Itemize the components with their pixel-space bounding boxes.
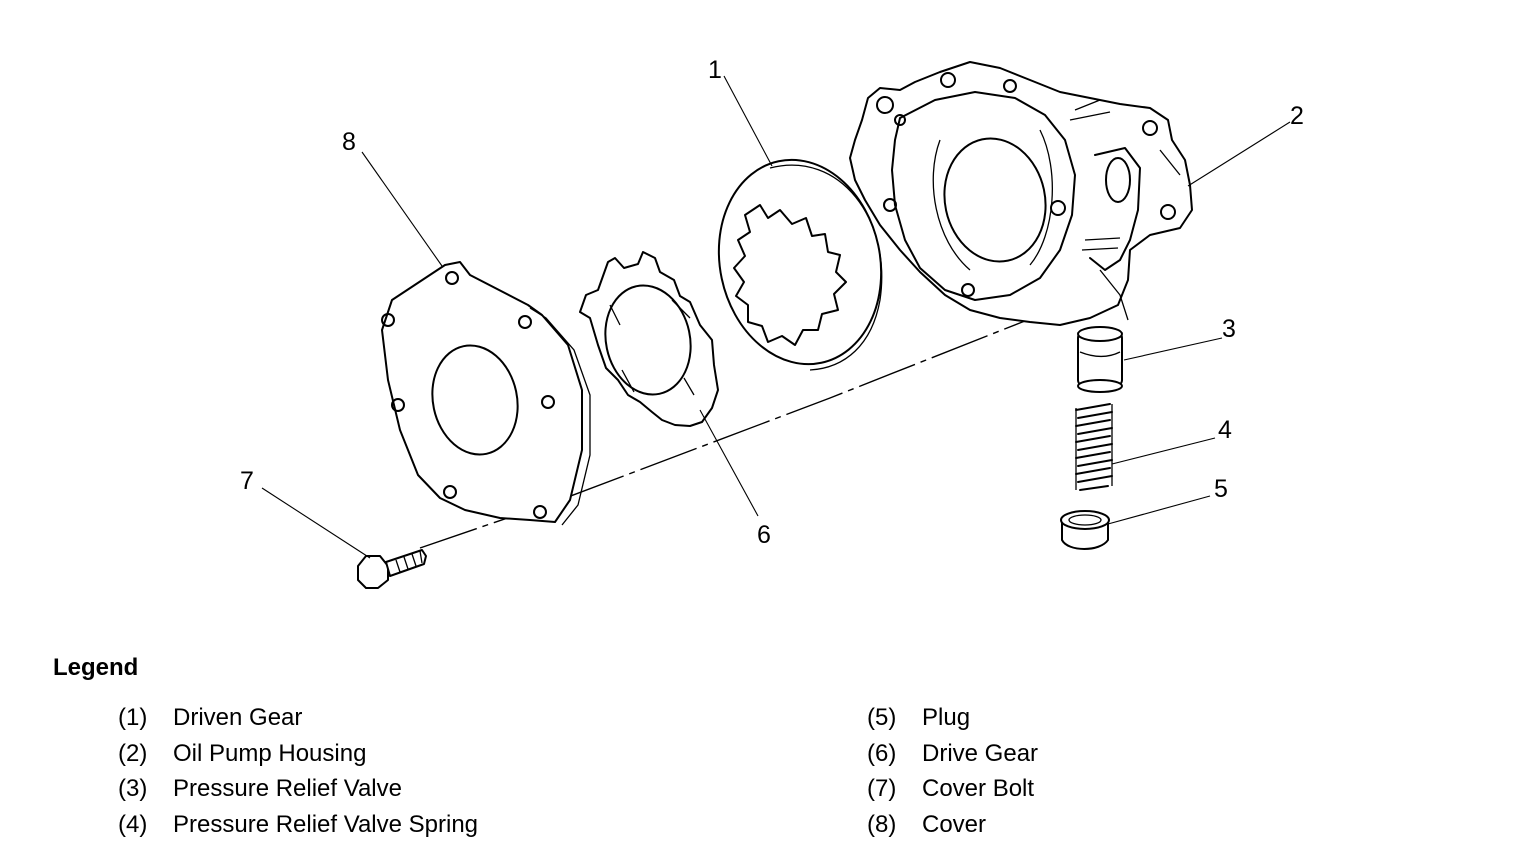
leader-line-7 [261,487,371,559]
leader-line-4 [1111,437,1216,465]
callout-6: 6 [757,521,771,549]
legend-item: (1) Driven Gear [118,704,478,740]
oil-pump-housing-part [849,61,1193,326]
driven-gear-part [717,158,883,371]
leader-line-1 [723,75,773,167]
legend-item-number: (7) [867,775,897,802]
legend-title: Legend [53,654,139,681]
leader-line-6 [699,409,759,517]
leader-line-2 [1187,121,1291,187]
leader-line-3 [1123,337,1223,361]
callout-2: 2 [1290,102,1304,130]
legend-item: (4) Pressure Relief Valve Spring [118,811,478,847]
callout-5: 5 [1214,475,1228,503]
legend-item: (6) Drive Gear [867,740,1038,776]
cover-part [381,261,591,526]
legend-item-label: Cover Bolt [922,775,1035,802]
callout-4: 4 [1218,416,1232,444]
legend-item-number: (1) [118,704,148,731]
leader-line-8 [361,151,443,267]
legend-item-label: Drive Gear [922,739,1039,767]
relief-valve-spring-part [1075,403,1113,491]
legend-item-number: (2) [118,739,148,767]
legend-item: (7) Cover Bolt [867,775,1038,811]
legend-column-left: (1) Driven Gear (2) Oil Pump Housing (3) Pr… [118,704,478,846]
legend-item-label: Cover [922,810,987,838]
plug-part [1060,510,1110,550]
legend-item-label: Pressure Relief Valve [173,775,402,802]
leader-line-5 [1107,495,1211,525]
oil-pump-exploded-view: 1 2 3 4 5 6 7 8 [240,56,1304,589]
legend-item: (3) Pressure Relief Valve [118,775,478,811]
callout-8: 8 [342,128,356,156]
legend-item-label: Pressure Relief Valve Spring [173,810,479,838]
legend-item: (2) Oil Pump Housing [118,740,478,776]
legend-item-number: (6) [867,739,897,767]
legend-item: (8) Cover [867,811,1038,847]
legend-item-number: (3) [118,775,148,802]
legend-column-right: (5) Plug (6) Drive Gear (7) Cover Bolt (8) C… [867,704,1038,846]
legend-item-number: (8) [867,810,897,838]
callout-3: 3 [1222,315,1236,343]
cover-bolt-part [357,549,427,589]
callout-1: 1 [708,56,722,84]
legend-item-number: (4) [118,810,148,838]
legend-item: (5) Plug [867,704,1038,740]
legend-item-number: (5) [867,704,897,731]
drive-gear-part [579,251,719,427]
legend-item-label: Driven Gear [173,704,303,731]
legend-item-label: Oil Pump Housing [173,739,367,767]
pressure-relief-valve-part [1077,326,1123,393]
callout-7: 7 [240,467,254,495]
legend-item-label: Plug [922,704,971,731]
